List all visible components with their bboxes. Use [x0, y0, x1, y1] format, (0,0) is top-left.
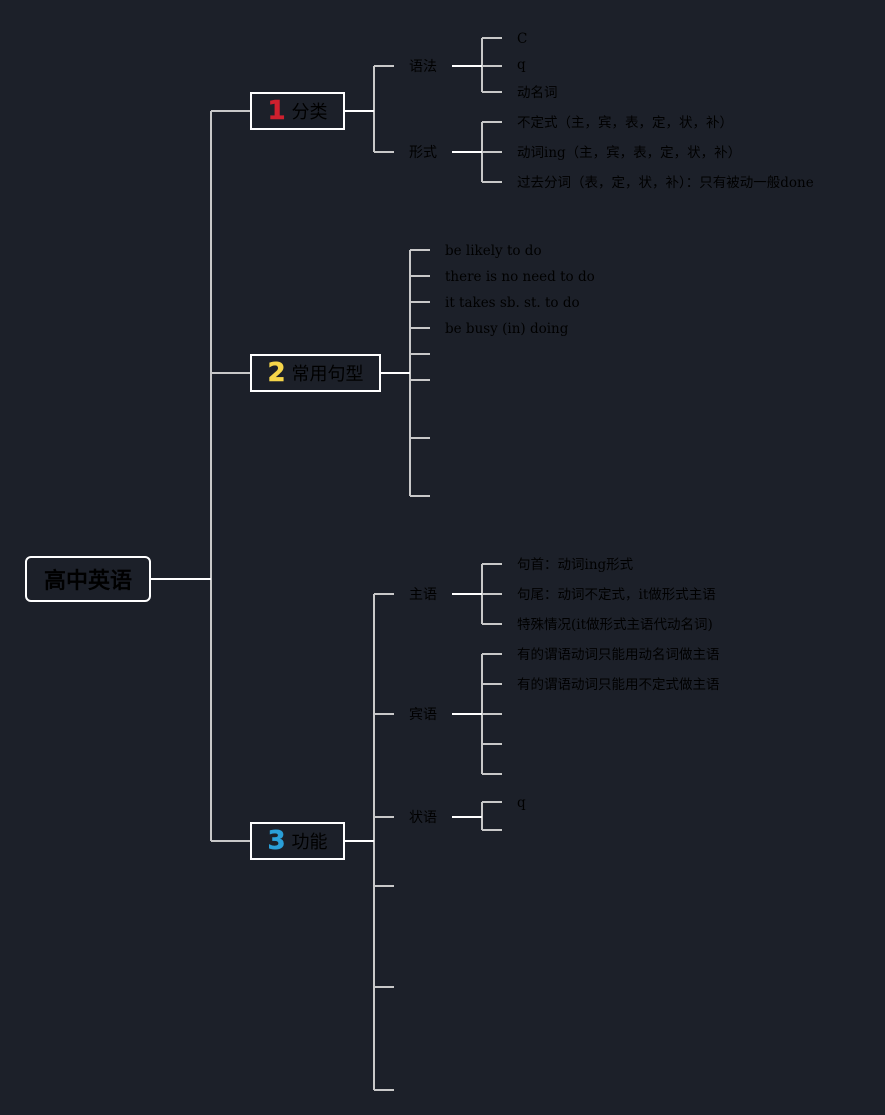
- leaf-connector: [482, 593, 502, 595]
- subtopic-connector: [374, 1089, 394, 1091]
- leaf-2-2[interactable]: there is no need to do: [445, 269, 595, 285]
- leaf-3-2-1[interactable]: 有的谓语动词只能用动名词做主语: [517, 647, 720, 663]
- topic-2-trunk: [409, 250, 411, 496]
- leaf-3-1-1[interactable]: 句首：动词ing形式: [517, 557, 634, 573]
- topic-3-connector: [211, 840, 250, 842]
- leaf-3-1-2[interactable]: 句尾：动词不定式，it做形式主语: [517, 587, 716, 603]
- topic-1-number: 1: [267, 96, 286, 126]
- root-connector: [151, 578, 211, 580]
- root-node[interactable]: 高中英语: [25, 556, 151, 602]
- leaf-1-1-2[interactable]: q: [517, 57, 526, 73]
- leaf-1-2-3[interactable]: 过去分词（表，定，状，补）：只有被动一般done: [517, 175, 814, 191]
- leaf-connector: [482, 121, 502, 123]
- subtopic-connector: [374, 713, 394, 715]
- leaf-connector: [482, 623, 502, 625]
- leaf-connector: [482, 801, 502, 803]
- topic-2-connector: [211, 372, 250, 374]
- subtopic-1-2-out: [452, 151, 482, 153]
- leaf-1-2-1[interactable]: 不定式（主，宾，表，定，状，补）: [517, 115, 733, 131]
- subtopic-connector: [374, 885, 394, 887]
- subtopic-3-3-label[interactable]: 状语: [409, 810, 437, 826]
- subtopic-3-2-out: [452, 713, 482, 715]
- topic-1-out: [345, 110, 374, 112]
- leaf-connector: [410, 353, 430, 355]
- leaf-connector: [410, 327, 430, 329]
- leaf-connector: [410, 275, 430, 277]
- subtopic-3-2-label[interactable]: 宾语: [409, 707, 437, 723]
- leaf-connector: [482, 181, 502, 183]
- subtopic-1-1-label[interactable]: 语法: [409, 59, 437, 75]
- leaf-3-1-3[interactable]: 特殊情况(it做形式主语代动名词): [517, 617, 713, 633]
- topic-3-out: [345, 840, 374, 842]
- subtopic-connector: [374, 593, 394, 595]
- topic-3-number: 3: [267, 826, 286, 856]
- leaf-connector: [410, 379, 430, 381]
- leaf-1-1-3[interactable]: 动名词: [517, 85, 558, 101]
- leaf-connector: [410, 249, 430, 251]
- topic-1-connector: [211, 110, 250, 112]
- leaf-connector: [482, 683, 502, 685]
- leaf-1-1-1[interactable]: C: [517, 31, 528, 47]
- subtopic-1-1-connector: [374, 65, 394, 67]
- subtopic-connector: [374, 986, 394, 988]
- subtopic-3-3-out: [452, 816, 482, 818]
- leaf-3-2-2[interactable]: 有的谓语动词只能用不定式做主语: [517, 677, 720, 693]
- subtopic-1-1-trunk: [481, 38, 483, 92]
- leaf-2-3[interactable]: it takes sb. st. to do: [445, 295, 580, 311]
- leaf-2-4[interactable]: be busy (in) doing: [445, 321, 569, 337]
- subtopic-1-2-label[interactable]: 形式: [409, 145, 437, 161]
- topic-1-label: 分类: [291, 102, 328, 123]
- leaf-connector: [482, 829, 502, 831]
- leaf-connector: [482, 65, 502, 67]
- root-trunk: [210, 111, 212, 841]
- subtopic-3-2-trunk: [481, 654, 483, 774]
- leaf-connector: [410, 495, 430, 497]
- leaf-connector: [482, 563, 502, 565]
- subtopic-3-1-trunk: [481, 564, 483, 624]
- leaf-connector: [482, 743, 502, 745]
- topic-2-number: 2: [267, 358, 286, 388]
- leaf-connector: [482, 653, 502, 655]
- topic-3-node[interactable]: 3 功能: [250, 822, 345, 860]
- subtopic-1-2-trunk: [481, 122, 483, 182]
- topic-3-label: 功能: [291, 832, 328, 853]
- subtopic-1-2-connector: [374, 151, 394, 153]
- topic-3-trunk: [373, 594, 375, 1090]
- subtopic-1-1-out: [452, 65, 482, 67]
- topic-1-trunk: [373, 66, 375, 152]
- leaf-connector: [482, 713, 502, 715]
- topic-1-node[interactable]: 1 分类: [250, 92, 345, 130]
- leaf-connector: [410, 301, 430, 303]
- leaf-1-2-2[interactable]: 动词ing（主，宾，表，定，状，补）: [517, 145, 742, 161]
- subtopic-3-1-label[interactable]: 主语: [409, 587, 437, 603]
- leaf-2-1[interactable]: be likely to do: [445, 243, 542, 259]
- leaf-connector: [482, 37, 502, 39]
- leaf-connector: [410, 437, 430, 439]
- leaf-connector: [482, 151, 502, 153]
- subtopic-connector: [374, 816, 394, 818]
- root-label: 高中英语: [43, 569, 132, 594]
- leaf-connector: [482, 91, 502, 93]
- leaf-3-3-1[interactable]: q: [517, 795, 526, 811]
- topic-2-node[interactable]: 2 常用句型: [250, 354, 381, 392]
- subtopic-3-1-out: [452, 593, 482, 595]
- subtopic-3-3-trunk: [481, 802, 483, 830]
- topic-2-label: 常用句型: [291, 364, 364, 385]
- topic-2-out: [381, 372, 410, 374]
- leaf-connector: [482, 773, 502, 775]
